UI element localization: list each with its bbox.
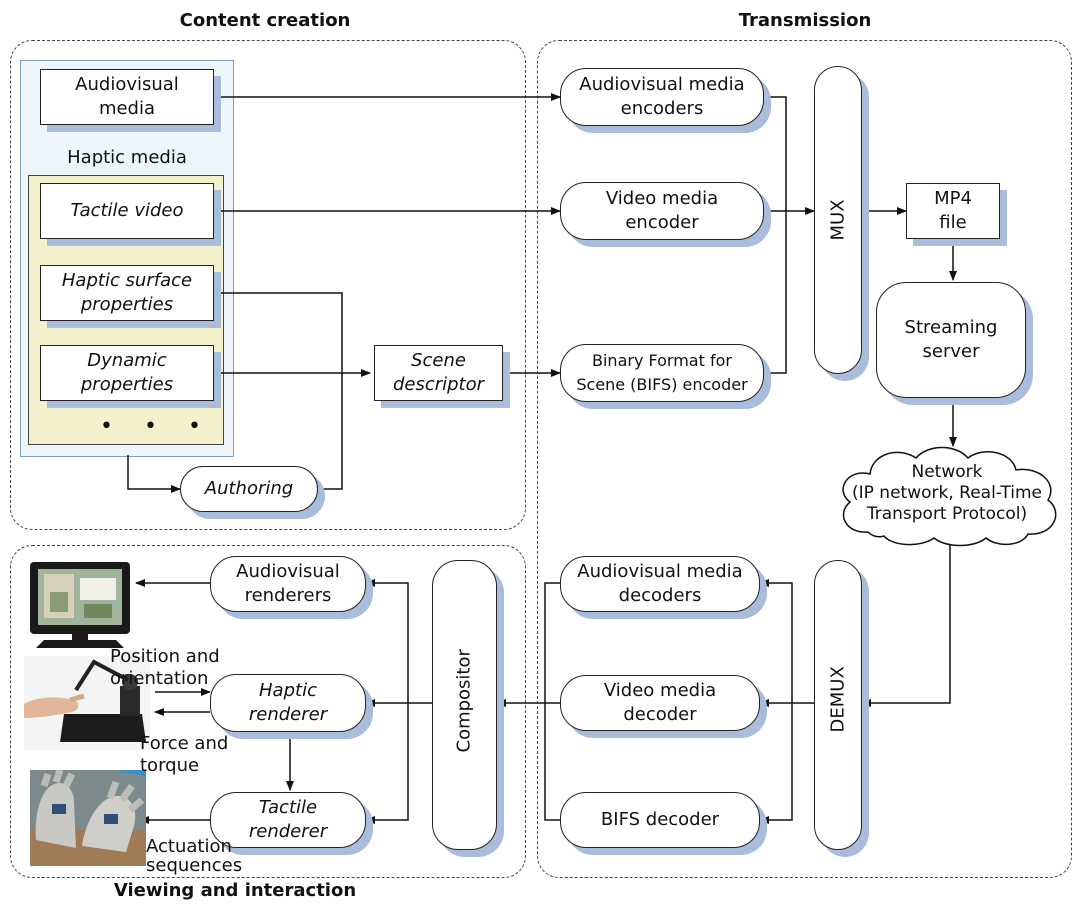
demux-box [814,560,862,850]
audiovisual-media-decoders-box: Audiovisual media decoders [560,556,760,612]
bifs-decoder-box: BIFS decoder [560,792,760,848]
video-media-encoder-box: Video media encoder [560,182,764,240]
bifs-encoder-box: Binary Format for Scene (BIFS) encoder [560,344,764,402]
audiovisual-renderers-box: Audiovisual renderers [210,556,366,612]
mux-box [814,66,862,374]
video-media-decoder-box: Video media decoder [560,675,760,731]
mux-label: MUX [827,199,849,241]
scene-descriptor-box: Scene descriptor [374,345,503,401]
haptic-surface-properties-box: Haptic surface properties [40,265,214,321]
audiovisual-media-encoders-box: Audiovisual media encoders [560,68,764,126]
compositor-box [432,560,497,850]
authoring-box: Authoring [180,466,318,512]
haptic-device-icon [24,656,150,750]
region-content-creation [10,40,526,530]
force-torque-label: Force and torque [140,733,229,776]
position-orientation-label: Position and orientation [110,646,220,689]
region-viewing [10,545,526,878]
audiovisual-media-box: Audiovisual media [40,69,214,125]
dynamic-properties-box: Dynamic properties [40,345,214,401]
mp4-file-box: MP4 file [906,183,1000,239]
haptic-renderer-box: Haptic renderer [210,674,366,732]
ellipsis: • • • [100,414,213,439]
heading-content-creation: Content creation [179,10,351,31]
haptic-media-label: Haptic media [67,147,187,168]
actuation-sequences-label: Actuation sequences [146,836,243,876]
compositor-label: Compositor [453,649,475,753]
heading-transmission: Transmission [738,10,872,31]
network-label: Network (IP network, Real-Time Transport… [852,462,1042,524]
tactile-glove-icon [30,770,146,866]
region-transmission [537,40,1072,878]
demux-label: DEMUX [827,666,849,733]
tactile-video-box: Tactile video [40,183,214,239]
heading-viewing: Viewing and interaction [113,880,357,901]
monitor-icon [30,562,130,648]
streaming-server-box: Streaming server [876,282,1026,398]
network-cloud-icon [842,446,1057,547]
tactile-renderer-box: Tactile renderer [210,792,366,848]
